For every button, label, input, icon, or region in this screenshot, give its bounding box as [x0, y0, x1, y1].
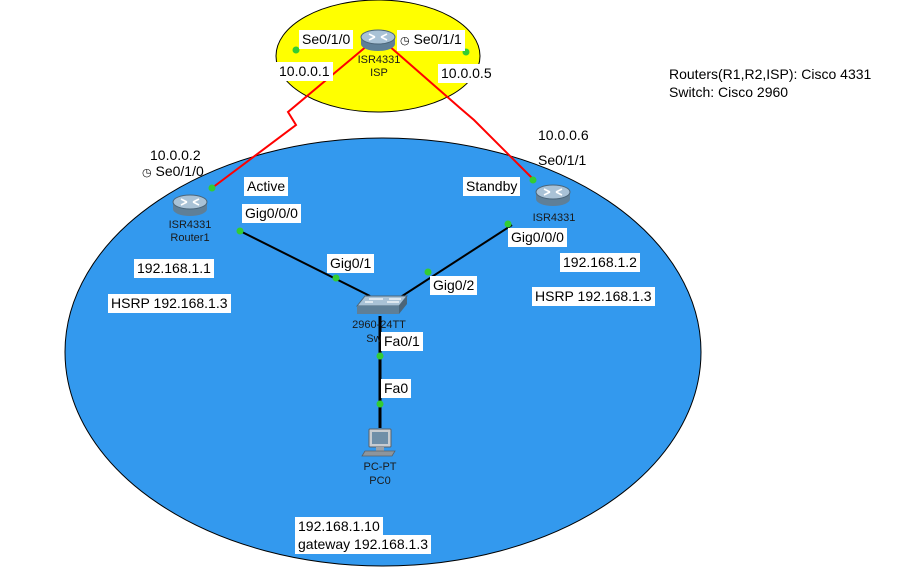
isp-name-label: ISP	[370, 67, 388, 79]
clock-icon: ◷	[142, 167, 152, 179]
isp-ip-left-label: 10.0.0.1	[276, 62, 333, 81]
clock-icon: ◷	[400, 35, 410, 47]
pc-icon[interactable]	[361, 428, 396, 457]
router2-lan-ip-label: 192.168.1.2	[560, 253, 640, 272]
pc-port-fa0-label: Fa0	[381, 379, 412, 398]
router2-wan-ip-label: 10.0.0.6	[538, 127, 589, 143]
ethernet-link-router2-switch[interactable]	[395, 224, 513, 301]
router2-wan-port-label: Se0/1/1	[538, 152, 587, 168]
router1-state-label: Active	[244, 177, 289, 196]
router1-lan-ip-label: 192.168.1.1	[134, 259, 214, 278]
switch-icon[interactable]	[355, 295, 409, 314]
router1-wan-port-text: Se0/1/0	[155, 163, 204, 179]
switch-port-gig02-label: Gig0/2	[430, 276, 478, 295]
switch-name-label: Swi	[366, 333, 384, 345]
pc-model-label: PC-PT	[363, 461, 397, 473]
device-note-routers: Routers(R1,R2,ISP): Cisco 4331	[669, 66, 872, 82]
router1-model-label: ISR4331	[168, 219, 212, 231]
router2-hsrp-label: HSRP 192.168.1.3	[532, 287, 655, 306]
router2-model-label: ISR4331	[532, 212, 576, 224]
pc-gateway-label: gateway 192.168.1.3	[295, 535, 431, 554]
lan-zone	[64, 137, 702, 567]
port-indicators	[208, 46, 537, 408]
pc-ip-label: 192.168.1.10	[295, 517, 383, 536]
isp-zone	[275, 0, 481, 113]
isp-router-icon[interactable]	[360, 29, 396, 51]
router2-icon[interactable]	[535, 184, 571, 206]
isp-ip-right-label: 10.0.0.5	[438, 64, 495, 83]
isp-model-label: ISR4331	[357, 54, 401, 66]
switch-model-label: 2960-24TT	[352, 319, 406, 331]
router1-hsrp-label: HSRP 192.168.1.3	[108, 294, 231, 313]
ethernet-link-router1-switch[interactable]	[237, 229, 371, 297]
isp-port-se011-label: ◷ Se0/1/1	[397, 30, 465, 51]
pc-name-label: PC0	[369, 475, 391, 487]
router1-icon[interactable]	[172, 194, 208, 216]
router1-wan-ip-label: 10.0.0.2	[150, 147, 201, 163]
router1-name-label: Router1	[170, 232, 210, 244]
switch-port-fa01-label: Fa0/1	[381, 332, 423, 351]
serial-link-isp-router2[interactable]	[387, 44, 535, 181]
router2-lan-port-label: Gig0/0/0	[508, 228, 567, 247]
device-note-switch: Switch: Cisco 2960	[669, 84, 789, 100]
router1-wan-port-label: ◷ Se0/1/0	[142, 163, 204, 182]
isp-port-se011-text: Se0/1/1	[413, 31, 462, 47]
isp-port-se010-label: Se0/1/0	[299, 30, 354, 49]
router2-state-label: Standby	[463, 177, 521, 196]
switch-port-gig01-label: Gig0/1	[327, 254, 375, 273]
router1-lan-port-label: Gig0/0/0	[242, 204, 301, 223]
